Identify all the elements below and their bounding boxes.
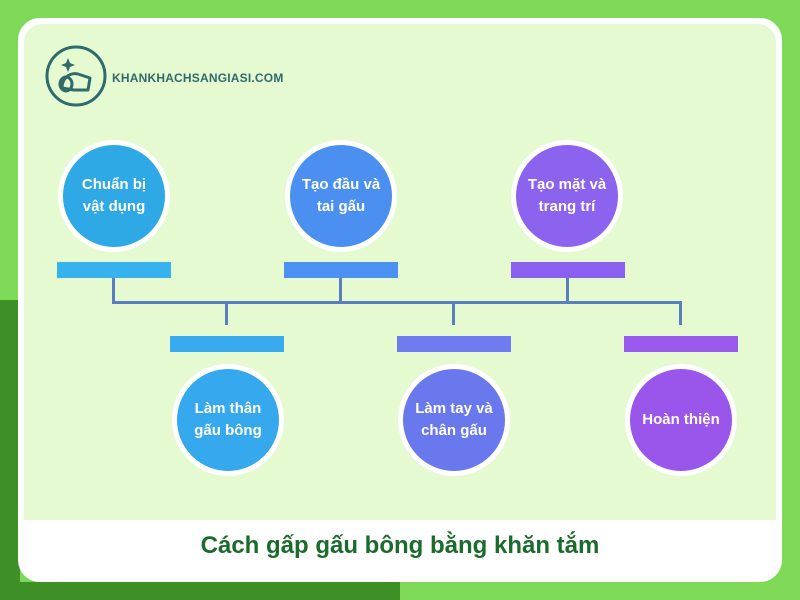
towel-roll-icon	[45, 45, 107, 107]
step-bar-5	[511, 262, 625, 278]
connector-2	[225, 303, 228, 325]
diagram-caption: Cách gấp gấu bông bằng khăn tắm	[200, 532, 600, 559]
connector-5	[566, 278, 569, 302]
step-4: Làm tay và chân gấu	[398, 364, 510, 476]
step-bar-2	[170, 336, 284, 352]
step-2-label: Làm thân gấu bông	[194, 400, 262, 439]
background-accent	[0, 300, 20, 600]
background-accent-bottom	[0, 582, 400, 600]
step-3: Tạo đầu và tai gấu	[285, 140, 397, 252]
step-6: Hoàn thiện	[625, 364, 737, 476]
connector-4	[452, 303, 455, 325]
site-name: KHANKHACHSANGIASI.COM	[112, 71, 284, 85]
connector-3	[339, 278, 342, 302]
connector-1	[112, 278, 115, 302]
step-bar-1	[57, 262, 171, 278]
connector-main	[112, 301, 682, 304]
step-3-label: Tạo đầu và tai gấu	[301, 176, 381, 215]
connector-6	[679, 303, 682, 325]
diagram-panel: KHANKHACHSANGIASI.COM Chuẩn bị vật dụng …	[24, 24, 776, 520]
infographic-card: KHANKHACHSANGIASI.COM Chuẩn bị vật dụng …	[18, 18, 782, 582]
step-1: Chuẩn bị vật dụng	[58, 140, 170, 252]
step-bar-4	[397, 336, 511, 352]
step-bar-3	[284, 262, 398, 278]
step-4-label: Làm tay và chân gấu	[415, 400, 493, 439]
step-6-label: Hoàn thiện	[642, 411, 720, 428]
step-1-label: Chuẩn bị vật dụng	[81, 176, 147, 215]
step-bar-6	[624, 336, 738, 352]
step-5: Tạo mặt và trang trí	[511, 140, 623, 252]
step-2: Làm thân gấu bông	[172, 364, 284, 476]
step-5-label: Tạo mặt và trang trí	[527, 176, 607, 215]
